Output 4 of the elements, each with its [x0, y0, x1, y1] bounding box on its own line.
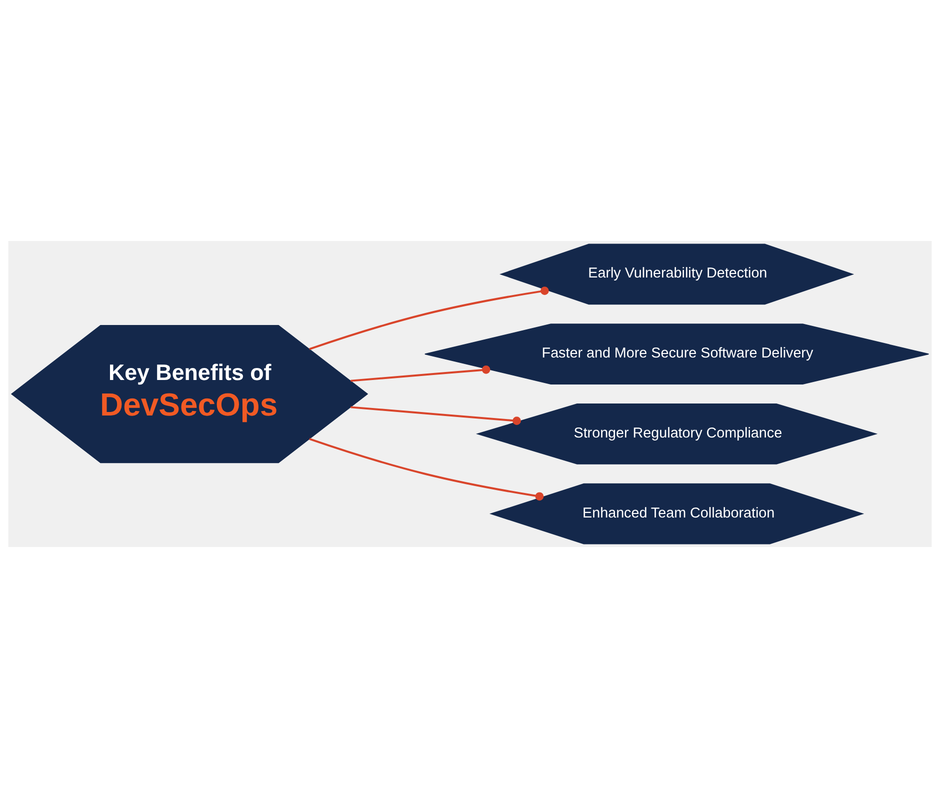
connector	[350, 365, 490, 382]
connector	[350, 406, 521, 426]
connector	[309, 286, 549, 350]
connector	[309, 438, 544, 501]
